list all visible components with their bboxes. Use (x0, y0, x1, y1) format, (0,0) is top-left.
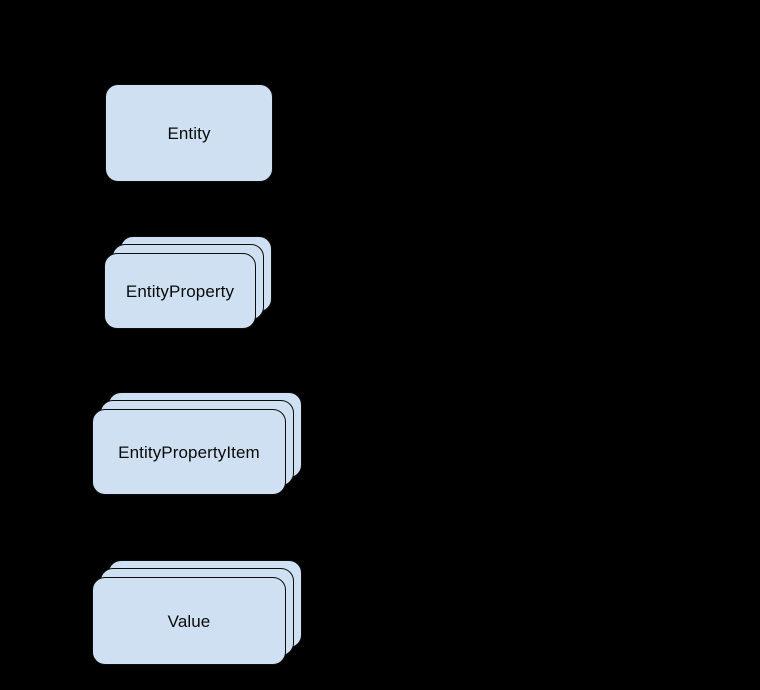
node-entity-label: Entity (167, 123, 211, 143)
node-entity[interactable]: Entity (105, 84, 273, 182)
node-value-label: Value (167, 611, 211, 631)
node-entity-property-item[interactable]: EntityPropertyItem (92, 392, 304, 499)
node-value-card[interactable]: Value (92, 577, 286, 665)
node-entity-property-label: EntityProperty (125, 281, 235, 301)
node-entity-property-item-label: EntityPropertyItem (118, 442, 260, 462)
node-value[interactable]: Value (92, 560, 304, 669)
node-entity-property-card[interactable]: EntityProperty (104, 253, 256, 329)
node-entity-property[interactable]: EntityProperty (104, 236, 284, 330)
node-entity-property-item-card[interactable]: EntityPropertyItem (92, 409, 286, 495)
node-entity-card[interactable]: Entity (105, 84, 273, 182)
